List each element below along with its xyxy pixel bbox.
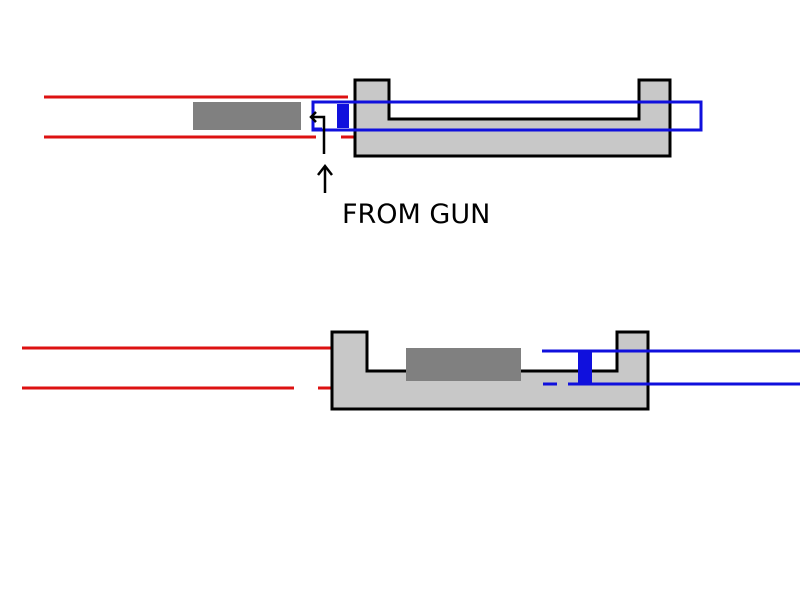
- bottom-blue-plunger: [578, 352, 592, 384]
- top-blue-plunger: [337, 104, 349, 128]
- up-arrow-head: [317, 163, 333, 176]
- bottom-housing: [330, 330, 650, 411]
- top-flow-arrow: [309, 111, 326, 154]
- top-diagram: FROM GUN: [44, 78, 703, 230]
- bottom-slug: [406, 348, 521, 381]
- from-gun-label: FROM GUN: [342, 199, 490, 230]
- top-slug: [193, 102, 301, 130]
- top-housing: [353, 78, 672, 158]
- bottom-diagram: [22, 330, 800, 411]
